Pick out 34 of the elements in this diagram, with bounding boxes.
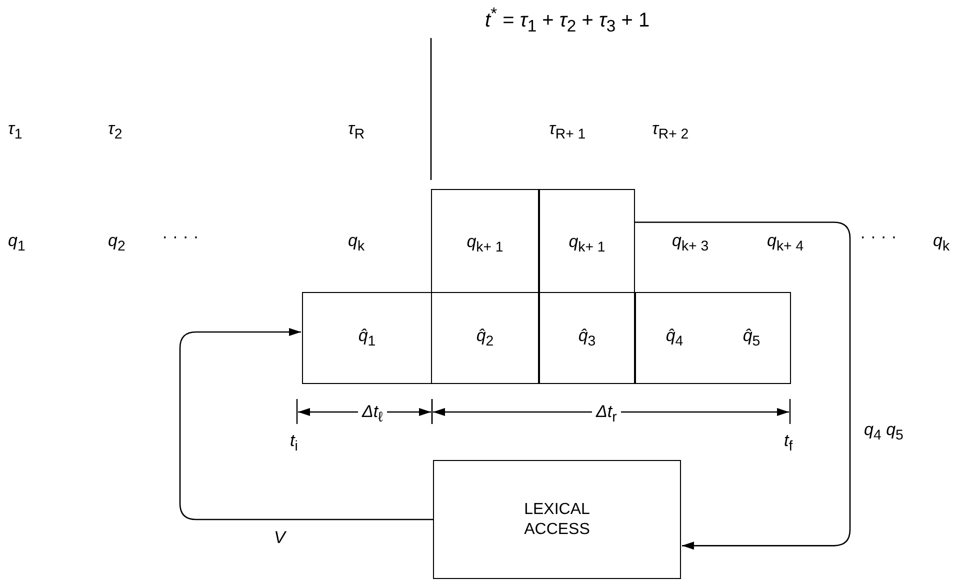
cell-box — [635, 292, 791, 384]
cell-box — [302, 292, 432, 384]
cell-label: q̂$_{4}$ — [666, 326, 684, 350]
cell-label: q$_{k+ 1}$ — [568, 232, 606, 256]
sample-label: q$_{k+ 4}$ — [767, 232, 804, 254]
sample-label: q$_{k}$ — [348, 232, 365, 254]
sample-label: q$_{2}$ — [108, 232, 126, 254]
formula-label: t$^{*}$ = τ$_{1}$ + τ$_{2}$ + τ$_{3}$ + 1 — [485, 6, 650, 36]
cell-box — [539, 189, 635, 293]
cell-label: q̂$_{2}$ — [476, 326, 494, 350]
time-label: t$_{f}$ — [784, 432, 793, 454]
arrow — [635, 222, 851, 550]
ellipsis: · · · · — [162, 228, 199, 245]
dimension-label: Δt$_{ℓ}$ — [358, 403, 387, 425]
process-label: LEXICAL ACCESS — [523, 500, 591, 540]
sample-label: q$_{1}$ — [8, 232, 26, 254]
time-label: τ$_{2}$ — [108, 120, 122, 142]
cell-box — [539, 292, 635, 384]
arrow — [179, 328, 433, 520]
time-label: τ$_{R+ 2}$ — [652, 120, 689, 142]
cell-box — [431, 189, 539, 293]
cell-label: q̂$_{5}$ — [742, 326, 760, 350]
cell-label: q̂$_{1}$ — [358, 326, 376, 350]
time-label: τ$_{1}$ — [8, 120, 22, 142]
sample-label: q$_{k}$ — [933, 232, 950, 254]
ellipsis: · · · · — [860, 228, 897, 245]
time-label: τ$_{R}$ — [348, 120, 365, 142]
cell-box — [431, 292, 539, 384]
time-label: t$_{i}$ — [290, 432, 298, 454]
process-box — [433, 460, 681, 579]
sample-label: q$_{k+ 3}$ — [672, 232, 709, 254]
time-label: τ$_{R+ 1}$ — [549, 120, 586, 142]
cell-label: q$_{k+ 1}$ — [466, 232, 504, 256]
cell-label: q̂$_{3}$ — [578, 326, 596, 350]
